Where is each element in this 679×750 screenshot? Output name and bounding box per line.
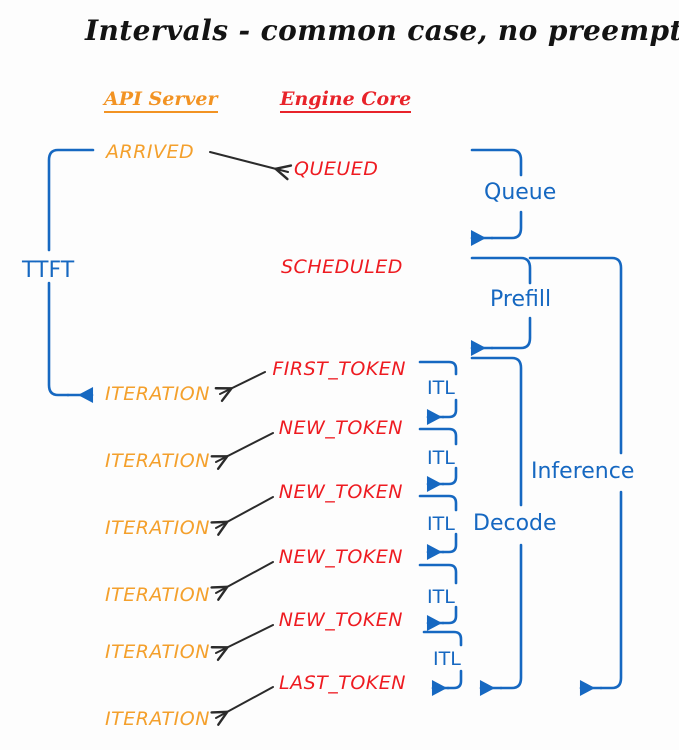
interval-label-itl-1: ITL xyxy=(427,377,455,399)
arrow-arrived-to-queued xyxy=(209,151,293,181)
engine-state-new-token-1: NEW_TOKEN xyxy=(278,417,403,439)
api-state-iteration-2: ITERATION xyxy=(105,450,210,472)
bracket-itl-1-top xyxy=(418,360,458,376)
bracket-queue-bottom xyxy=(490,210,523,240)
bracket-itl-3-top xyxy=(418,494,458,512)
page-title: Intervals - common case, no preemptions xyxy=(85,14,679,47)
engine-state-queued: QUEUED xyxy=(294,158,379,180)
interval-label-decode: Decode xyxy=(473,511,557,536)
engine-state-new-token-3: NEW_TOKEN xyxy=(278,546,403,568)
bracket-itl-2-top xyxy=(418,427,458,446)
interval-label-prefill: Prefill xyxy=(490,287,552,312)
bracket-itl-2-bottom xyxy=(441,466,458,486)
interval-label-ttft: TTFT xyxy=(22,258,75,283)
interval-label-itl-4: ITL xyxy=(427,586,455,608)
engine-state-new-token-2: NEW_TOKEN xyxy=(278,481,403,503)
engine-state-new-token-4: NEW_TOKEN xyxy=(278,609,403,631)
engine-state-scheduled: SCHEDULED xyxy=(281,256,403,278)
api-state-iteration-3: ITERATION xyxy=(105,517,210,539)
bracket-itl-5-bottom xyxy=(446,669,463,690)
bracket-queue-top xyxy=(470,148,523,177)
api-state-iteration-5: ITERATION xyxy=(105,641,210,663)
interval-label-itl-3: ITL xyxy=(427,513,455,535)
bracket-itl-4-bottom xyxy=(441,605,458,625)
bracket-decode-top xyxy=(470,356,523,507)
bracket-ttft-bottom xyxy=(47,281,70,397)
column-header-engine-core: Engine Core xyxy=(280,88,412,113)
bracket-itl-5-top xyxy=(422,630,463,647)
column-header-api-server: API Server xyxy=(104,88,218,113)
interval-label-itl-5: ITL xyxy=(433,648,461,670)
bracket-decode-bottom xyxy=(499,543,523,690)
interval-label-queue: Queue xyxy=(484,180,557,205)
engine-state-first-token: FIRST_TOKEN xyxy=(272,358,406,380)
api-state-iteration-6: ITERATION xyxy=(105,708,210,730)
bracket-prefill-bottom xyxy=(490,316,532,350)
interval-label-itl-2: ITL xyxy=(427,447,455,469)
api-state-iteration-1: ITERATION xyxy=(105,383,210,405)
bracket-itl-3-bottom xyxy=(441,532,458,554)
bracket-ttft-top xyxy=(47,148,95,252)
bracket-prefill-top xyxy=(470,256,532,285)
interval-label-inference: Inference xyxy=(531,459,635,484)
bracket-itl-4-top xyxy=(418,563,458,585)
api-state-iteration-4: ITERATION xyxy=(105,584,210,606)
engine-state-last-token: LAST_TOKEN xyxy=(279,672,406,694)
api-state-arrived: ARRIVED xyxy=(106,141,195,163)
bracket-itl-1-bottom xyxy=(441,398,458,419)
bracket-inference-bottom xyxy=(599,490,623,690)
